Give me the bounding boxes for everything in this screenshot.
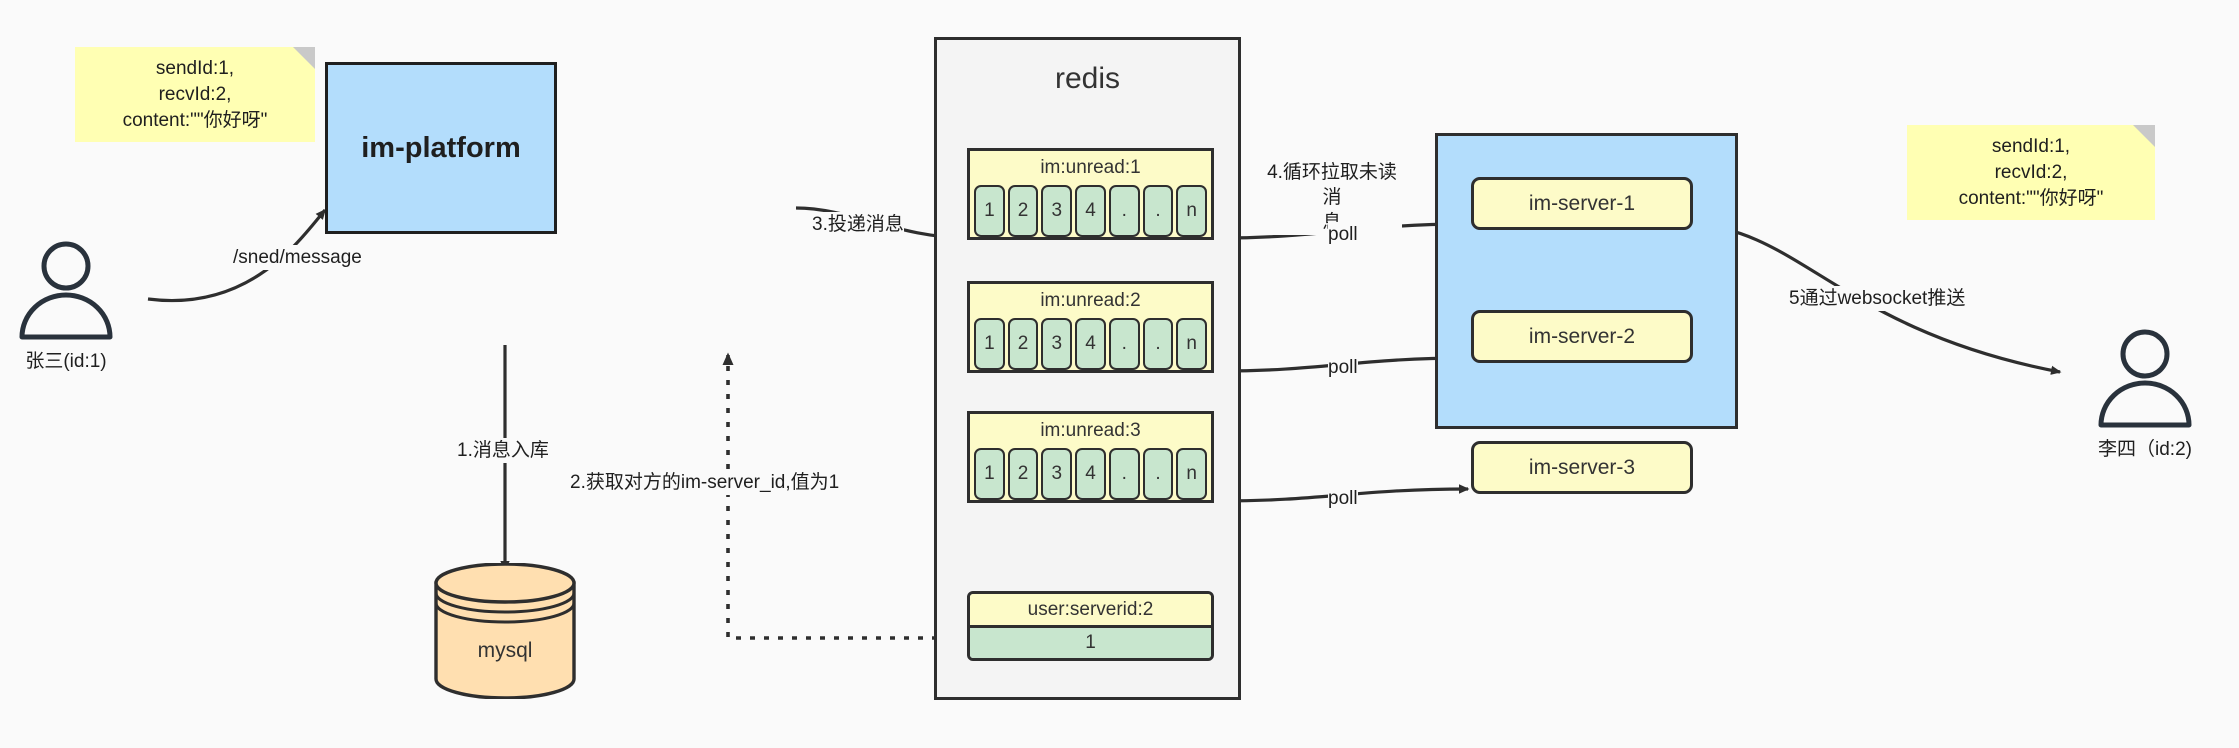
user-icon bbox=[2098, 329, 2192, 428]
actor-receiver[interactable]: 李四（id:2) bbox=[2085, 328, 2205, 461]
redis-cells-1: 1 2 3 4 . . n bbox=[970, 185, 1211, 240]
redis-container: redis im:unread:1 1 2 3 4 . . n im:unrea… bbox=[934, 37, 1241, 700]
actor-sender-label: 张三(id:1) bbox=[25, 351, 107, 372]
edge-get-serverid bbox=[722, 352, 965, 640]
redis-cell: 2 bbox=[1007, 318, 1039, 370]
redis-cell: 4 bbox=[1075, 448, 1106, 500]
actor-sender[interactable]: 张三(id:1) bbox=[6, 240, 126, 373]
note-fold-icon bbox=[293, 47, 315, 69]
redis-kv-user-serverid[interactable]: user:serverid:2 1 bbox=[967, 591, 1214, 661]
redis-cells-3: 1 2 3 4 . . n bbox=[970, 448, 1211, 503]
redis-cell: . bbox=[1142, 185, 1174, 237]
im-platform-label: im-platform bbox=[361, 131, 521, 164]
redis-list-key-2: im:unread:2 bbox=[1040, 290, 1141, 311]
im-server-1-node[interactable]: im-server-1 bbox=[1471, 177, 1693, 230]
note-fold-icon bbox=[2133, 125, 2155, 147]
redis-cell: n bbox=[1176, 448, 1208, 500]
im-server-cluster: im-server-1 im-server-2 im-server-3 bbox=[1435, 133, 1738, 494]
redis-cell: n bbox=[1176, 318, 1208, 370]
im-server-2-node[interactable]: im-server-2 bbox=[1471, 310, 1693, 363]
im-platform-node[interactable]: im-platform bbox=[325, 62, 557, 234]
redis-list-im-unread-3[interactable]: im:unread:3 1 2 3 4 . . n bbox=[967, 411, 1214, 503]
mysql-node[interactable]: mysql bbox=[432, 562, 578, 700]
redis-cell: . bbox=[1142, 448, 1174, 500]
redis-cell: 3 bbox=[1041, 448, 1073, 500]
redis-cell: . bbox=[1142, 318, 1174, 370]
redis-list-key-1: im:unread:1 bbox=[1040, 157, 1141, 178]
database-icon bbox=[434, 562, 576, 700]
redis-cell: . bbox=[1108, 318, 1140, 370]
redis-list-im-unread-1[interactable]: im:unread:1 1 2 3 4 . . n bbox=[967, 148, 1214, 240]
redis-kv-value: 1 bbox=[970, 628, 1211, 658]
actor-receiver-label: 李四（id:2) bbox=[2098, 439, 2192, 460]
redis-kv-key: user:serverid:2 bbox=[970, 594, 1211, 628]
im-server-1-label: im-server-1 bbox=[1528, 191, 1636, 215]
redis-cells-2: 1 2 3 4 . . n bbox=[970, 318, 1211, 373]
edge-label-poll-2: poll bbox=[1328, 355, 1358, 380]
redis-cell: 3 bbox=[1041, 185, 1073, 237]
note-left-text: sendId:1, recvId:2, content:""你好呀" bbox=[122, 57, 268, 131]
mysql-label: mysql bbox=[477, 639, 533, 663]
redis-cell: 2 bbox=[1007, 185, 1039, 237]
note-left-message-payload: sendId:1, recvId:2, content:""你好呀" bbox=[75, 47, 315, 142]
redis-cell: 3 bbox=[1041, 318, 1073, 370]
redis-cell: 4 bbox=[1075, 185, 1106, 237]
im-server-2-label: im-server-2 bbox=[1528, 324, 1636, 348]
redis-cell: 2 bbox=[1007, 448, 1039, 500]
redis-cell: . bbox=[1108, 448, 1140, 500]
edge-label-poll-3: poll bbox=[1328, 486, 1358, 511]
redis-cell: 1 bbox=[974, 185, 1005, 237]
edge-label-step3: 3.投递消息 bbox=[812, 212, 904, 237]
redis-title: redis bbox=[1054, 62, 1121, 95]
edge-label-poll-1: poll bbox=[1328, 222, 1358, 247]
edge-label-step1: 1.消息入库 bbox=[457, 438, 549, 463]
redis-cell: . bbox=[1108, 185, 1140, 237]
redis-cell: 1 bbox=[974, 448, 1005, 500]
note-right-text: sendId:1, recvId:2, content:""你好呀" bbox=[1958, 135, 2104, 209]
redis-list-im-unread-2[interactable]: im:unread:2 1 2 3 4 . . n bbox=[967, 281, 1214, 373]
im-server-3-node[interactable]: im-server-3 bbox=[1471, 441, 1693, 494]
note-right-message-payload: sendId:1, recvId:2, content:""你好呀" bbox=[1907, 125, 2155, 220]
redis-cell: 4 bbox=[1075, 318, 1106, 370]
redis-cell: n bbox=[1176, 185, 1208, 237]
edge-label-step2: 2.获取对方的im-server_id,值为1 bbox=[570, 470, 840, 495]
im-server-3-label: im-server-3 bbox=[1528, 455, 1636, 479]
edge-label-send-message: /sned/message bbox=[233, 245, 362, 270]
redis-cell: 1 bbox=[974, 318, 1005, 370]
user-icon bbox=[19, 241, 113, 340]
redis-list-key-3: im:unread:3 bbox=[1040, 420, 1141, 441]
edge-label-step5: 5通过websocket推送 bbox=[1789, 286, 1966, 311]
